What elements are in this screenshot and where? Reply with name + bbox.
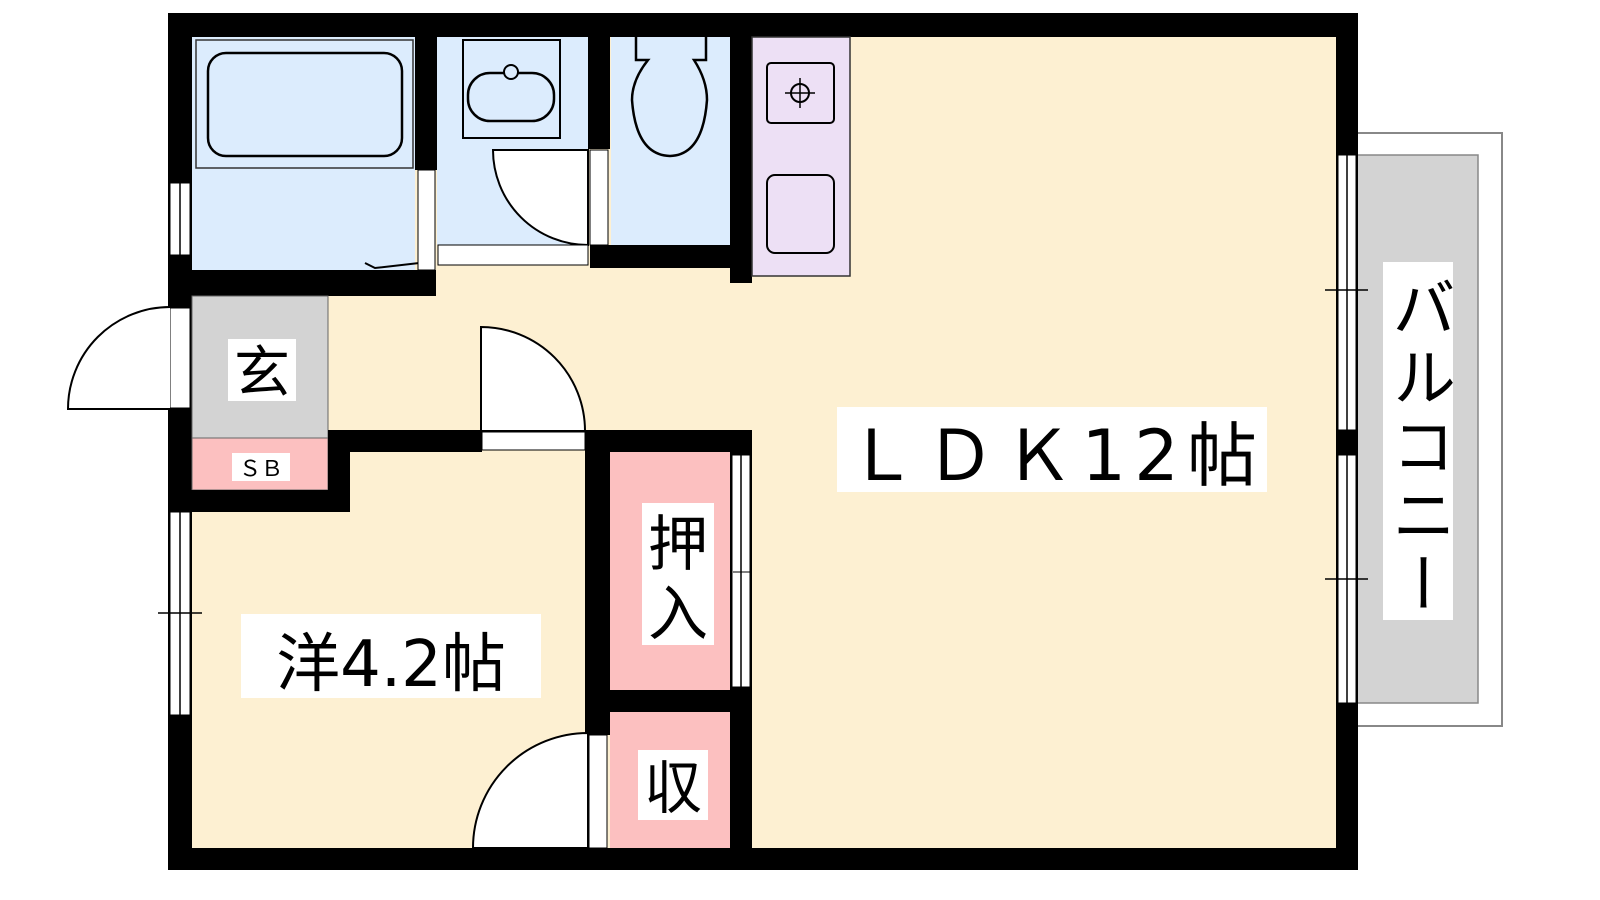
door-swing-icon [471, 731, 589, 849]
folding-door-icon [364, 261, 429, 270]
bathtub-icon [206, 51, 404, 158]
entrance-label: 玄 [234, 341, 290, 406]
closet-label-char2: 入 [648, 580, 708, 650]
toilet-room [611, 37, 730, 245]
closet-label-char1: 押 [648, 510, 708, 580]
balcony-label: バルコニー [1381, 275, 1455, 615]
entrance-door [66, 306, 191, 410]
ldk-label: ＬＤＫ12帖 [847, 415, 1257, 497]
western-window [158, 511, 202, 716]
washroom [437, 37, 589, 266]
closet-sliding-door [731, 454, 751, 688]
sink-icon [462, 39, 561, 139]
kitchen [751, 36, 851, 277]
kitchen-sink-icon [766, 174, 835, 254]
balcony-window [1325, 154, 1368, 704]
bath-window [169, 182, 191, 256]
door-swing-icon [480, 325, 587, 432]
western-room-label: 洋4.2帖 [276, 628, 506, 702]
closet-label: 押入 [648, 510, 708, 650]
shoebox-label: ＳＢ [239, 457, 283, 482]
bathroom [192, 37, 429, 270]
balcony [1349, 132, 1503, 727]
storage-label: 収 [644, 754, 702, 822]
toilet-icon [630, 37, 709, 158]
stove-icon [766, 62, 835, 124]
